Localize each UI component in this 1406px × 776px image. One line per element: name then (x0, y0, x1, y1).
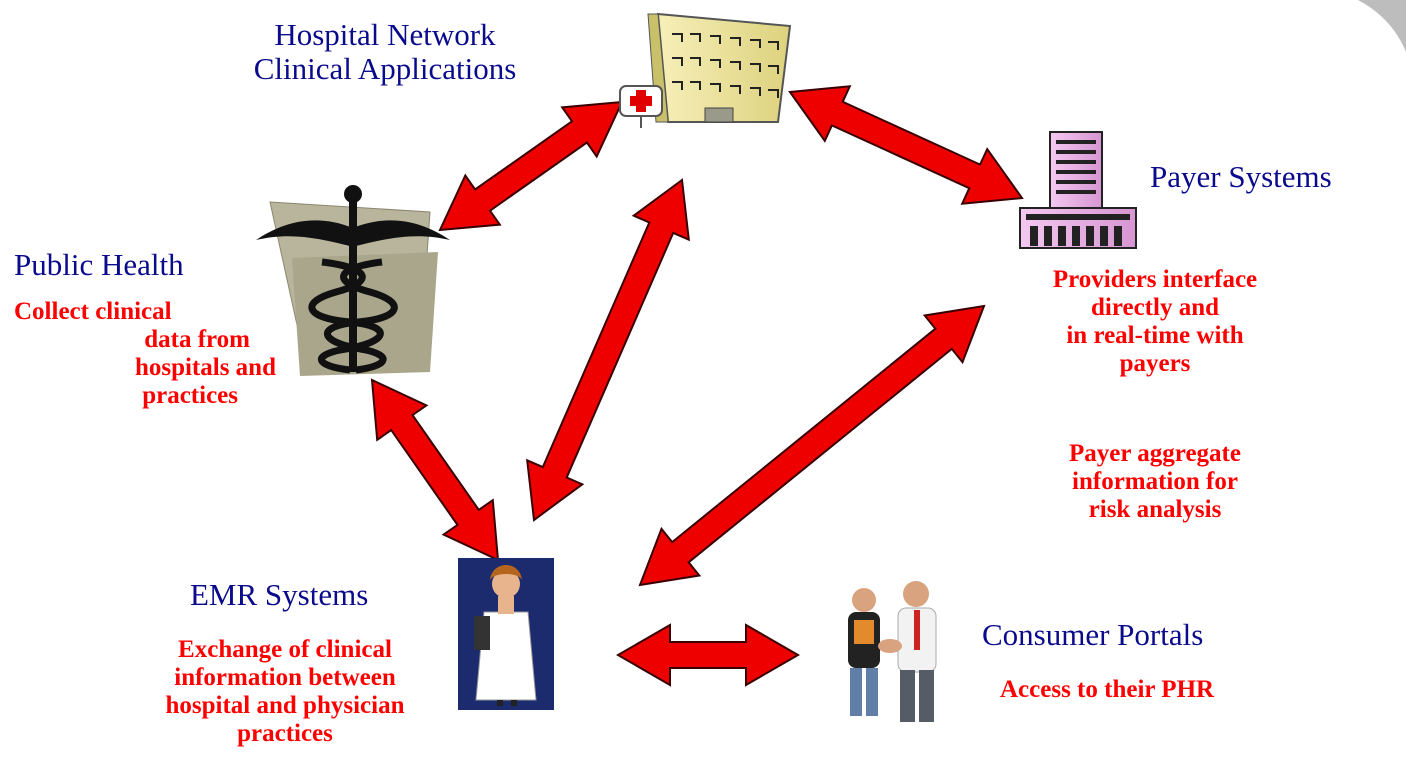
consumer-note: Access to their PHR (1000, 676, 1215, 703)
note-line: Exchange of clinical (178, 636, 392, 663)
payer-systems-label: Payer Systems (1150, 159, 1332, 194)
note-line: practices (237, 720, 333, 747)
note-line: hospitals and (134, 354, 276, 381)
connection-arrows (370, 85, 1024, 687)
corner-swoosh (1358, 0, 1406, 52)
payer-note-risk: Payer aggregate information for risk ana… (1020, 440, 1290, 524)
note-line: data from (144, 326, 250, 353)
handshake-people-icon (848, 581, 937, 722)
hospital-building-icon (619, 12, 792, 128)
hospital-network-label: Hospital Network Clinical Applications (200, 18, 570, 86)
consumer-portals-label: Consumer Portals (982, 617, 1204, 652)
public-health-note: Collect clinical data from hospitals and… (6, 298, 296, 410)
note-line: Providers interface (1052, 266, 1258, 293)
doctor-icon (458, 558, 554, 710)
hospital-label-line: Hospital Network (274, 17, 496, 52)
note-line: practices (142, 382, 238, 409)
arrow-hospital-to-payer (788, 85, 1024, 205)
emr-note: Exchange of clinical information between… (100, 636, 470, 748)
payer-note-realtime: Providers interface directly and in real… (1000, 266, 1310, 378)
arrow-hospital-to-emr (526, 178, 690, 522)
public-health-label: Public Health (14, 247, 184, 282)
arrow-hospital-to-public-health (438, 100, 624, 232)
note-line: Payer aggregate (1069, 440, 1241, 467)
arrow-public-health-to-emr (370, 378, 500, 562)
note-line: hospital and physician (165, 692, 405, 719)
caduceus-icon (256, 185, 450, 376)
note-line: information between (174, 664, 396, 691)
hospital-label-line: Clinical Applications (253, 51, 517, 86)
note-line: risk analysis (1088, 496, 1222, 523)
emr-systems-label: EMR Systems (190, 577, 369, 612)
note-line: in real-time with (1066, 322, 1244, 349)
note-line: payers (1119, 350, 1191, 377)
note-line: information for (1072, 468, 1238, 495)
note-line: directly and (1090, 294, 1219, 321)
office-building-icon (1019, 131, 1137, 249)
arrow-payer-to-emr (638, 304, 986, 587)
note-line: Collect clinical (14, 298, 172, 325)
arrow-emr-to-consumer (615, 623, 801, 687)
